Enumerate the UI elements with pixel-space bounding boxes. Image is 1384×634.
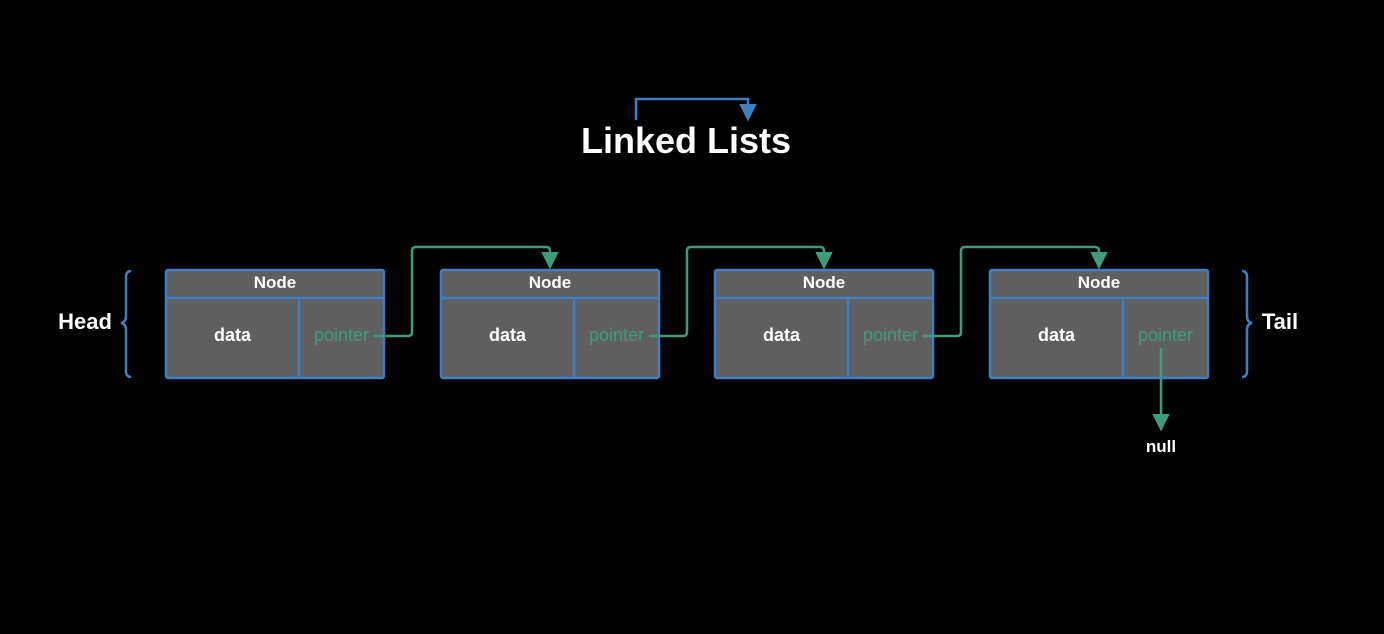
head-label: Head bbox=[58, 309, 112, 334]
node-data-field: data bbox=[214, 325, 252, 345]
list-node: Node data pointer bbox=[439, 268, 661, 380]
null-label: null bbox=[1146, 437, 1176, 456]
node-pointer-field: pointer bbox=[589, 325, 644, 345]
node-pointer-field: pointer bbox=[314, 325, 369, 345]
node-data-field: data bbox=[763, 325, 801, 345]
node-header: Node bbox=[529, 273, 572, 292]
tail-label: Tail bbox=[1262, 309, 1298, 334]
node-header: Node bbox=[1078, 273, 1121, 292]
node-header: Node bbox=[803, 273, 846, 292]
node-pointer-field: pointer bbox=[863, 325, 918, 345]
page-title: Linked Lists bbox=[581, 120, 791, 161]
list-node: Node data pointer bbox=[988, 268, 1210, 380]
list-node: Node data pointer bbox=[164, 268, 386, 380]
node-data-field: data bbox=[489, 325, 527, 345]
next-pointer-arrow bbox=[923, 245, 1108, 338]
node-data-field: data bbox=[1038, 325, 1076, 345]
title-arrow bbox=[634, 97, 757, 122]
head-brace bbox=[120, 269, 132, 379]
next-pointer-arrow bbox=[649, 245, 833, 338]
node-pointer-field: pointer bbox=[1138, 325, 1193, 345]
node-header: Node bbox=[254, 273, 297, 292]
list-node: Node data pointer bbox=[713, 268, 935, 380]
nodes-layer: Node data pointer Node data pointer Node data po… bbox=[164, 268, 1210, 380]
connectors-layer bbox=[374, 245, 1170, 432]
tail-brace bbox=[1241, 269, 1253, 379]
next-pointer-arrow bbox=[374, 245, 559, 338]
